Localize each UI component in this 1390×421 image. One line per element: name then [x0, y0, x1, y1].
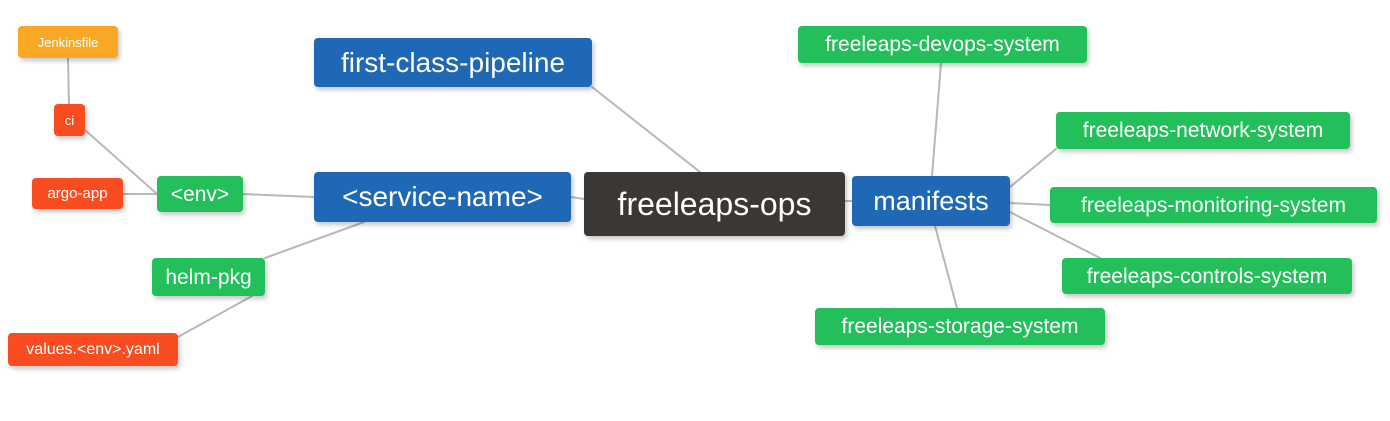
node-env[interactable]: <env> [157, 176, 243, 212]
node-argo-app[interactable]: argo-app [32, 178, 123, 209]
node-label-freeleaps-network-system: freeleaps-network-system [1082, 119, 1324, 142]
node-freeleaps-controls-system[interactable]: freeleaps-controls-system [1062, 258, 1352, 294]
edge-env-to-service-name [242, 193, 315, 198]
edge-freeleaps-storage-system-to-manifests [934, 225, 958, 309]
node-freeleaps-storage-system[interactable]: freeleaps-storage-system [815, 308, 1105, 345]
node-label-env: <env> [170, 182, 230, 206]
node-label-freeleaps-devops-system: freeleaps-devops-system [825, 33, 1060, 56]
node-label-values-yaml: values.<env>.yaml [26, 340, 160, 358]
node-label-freeleaps-controls-system: freeleaps-controls-system [1086, 264, 1328, 288]
node-label-argo-app: argo-app [47, 185, 108, 202]
node-helm-pkg[interactable]: helm-pkg [152, 258, 265, 296]
node-label-helm-pkg: helm-pkg [165, 265, 252, 289]
edge-jenkinsfile-to-ci [67, 57, 70, 105]
edge-service-name-to-freeleaps-ops [570, 196, 585, 200]
node-manifests[interactable]: manifests [852, 176, 1010, 226]
node-label-ci: ci [64, 112, 75, 128]
node-label-freeleaps-storage-system: freeleaps-storage-system [841, 315, 1079, 338]
node-freeleaps-devops-system[interactable]: freeleaps-devops-system [798, 26, 1087, 63]
node-label-service-name: <service-name> [342, 181, 543, 212]
edge-values-yaml-to-helm-pkg [177, 295, 253, 338]
edge-freeleaps-devops-system-to-manifests [931, 62, 942, 177]
edge-first-class-pipeline-to-freeleaps-ops [591, 86, 701, 173]
node-freeleaps-monitoring-system[interactable]: freeleaps-monitoring-system [1050, 187, 1377, 223]
node-label-first-class-pipeline: first-class-pipeline [340, 46, 566, 78]
node-values-yaml[interactable]: values.<env>.yaml [8, 333, 178, 366]
node-label-manifests: manifests [873, 185, 989, 216]
node-freeleaps-ops[interactable]: freeleaps-ops [584, 172, 845, 236]
node-jenkinsfile[interactable]: Jenkinsfile [18, 26, 118, 58]
node-service-name[interactable]: <service-name> [314, 172, 571, 222]
edge-helm-pkg-to-service-name [264, 221, 365, 259]
edge-freeleaps-monitoring-system-to-manifests [1009, 202, 1051, 206]
node-label-freeleaps-ops: freeleaps-ops [617, 186, 812, 222]
node-freeleaps-network-system[interactable]: freeleaps-network-system [1056, 112, 1350, 149]
node-first-class-pipeline[interactable]: first-class-pipeline [314, 38, 592, 87]
node-label-jenkinsfile: Jenkinsfile [37, 34, 99, 50]
node-ci[interactable]: ci [54, 104, 85, 136]
node-label-freeleaps-monitoring-system: freeleaps-monitoring-system [1081, 193, 1346, 217]
edge-freeleaps-network-system-to-manifests [1009, 148, 1057, 188]
